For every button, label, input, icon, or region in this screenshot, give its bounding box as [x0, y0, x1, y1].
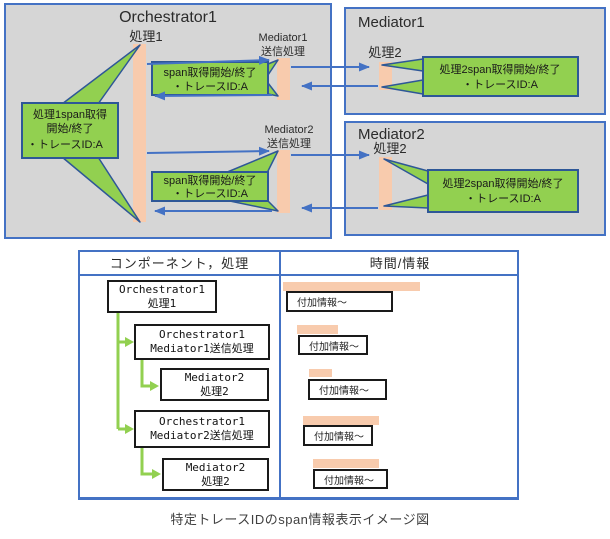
callout-text: ・トレースID:A — [172, 188, 249, 200]
node-line: 処理2 — [200, 384, 229, 398]
callout-text: 処理1span取得 — [33, 108, 107, 121]
info-box-4: 付加情報～ — [303, 425, 373, 446]
info-box-1: 付加情報～ — [286, 291, 393, 312]
span-bar-1 — [283, 282, 420, 291]
callout-span-mediator1 — [151, 61, 269, 96]
orchestrator1-title: Orchestrator1 — [119, 9, 217, 26]
tree-node-mediator2-process2-b: Mediator2 処理2 — [162, 458, 269, 491]
callout-text: 開始/終了 — [46, 121, 93, 135]
info-box-3: 付加情報～ — [308, 379, 387, 400]
callout-text: ・トレースID:A — [462, 79, 539, 91]
tree-connectors — [116, 313, 161, 479]
node-line: 処理1 — [147, 296, 177, 310]
process1-activation-bar — [133, 44, 146, 222]
node-line: 処理2 — [201, 474, 230, 488]
arrow-proc1-to-mediator1send — [146, 55, 270, 65]
node-line: Orchestrator1 — [158, 415, 246, 428]
tree-node-orchestrator1-process1: Orchestrator1 処理1 — [107, 280, 217, 313]
node-line: Orchestrator1 — [118, 282, 206, 296]
tree-node-mediator2-process2-a: Mediator2 処理2 — [160, 368, 269, 401]
info-text: 付加情報～ — [309, 341, 359, 353]
mediator1-send-activation-bar — [277, 58, 290, 100]
span-bar-4 — [303, 416, 379, 425]
arrow-proc1-to-mediator2send — [146, 146, 270, 156]
column-header-time-info: 時間/情報 — [369, 256, 431, 271]
node-line: Mediator2送信処理 — [150, 429, 254, 442]
span-table: コンポーネント，処理 時間/情報 Orchestrator1 処理1 Orche… — [78, 250, 519, 500]
callout-text: 処理2span取得開始/終了 — [439, 62, 560, 76]
span-bar-5 — [313, 459, 379, 468]
header-divider — [80, 274, 517, 276]
callout-text: 処理2span取得開始/終了 — [442, 176, 563, 190]
callout-span-mediator2 — [151, 171, 269, 202]
info-box-2: 付加情報～ — [298, 335, 368, 355]
mediator2-process2-label: 処理2 — [373, 141, 406, 156]
span-bar-2 — [297, 325, 338, 334]
callout-text: span取得開始/終了 — [164, 65, 257, 79]
span-bar-3 — [309, 369, 332, 377]
mediator1-process2-activation-bar — [379, 62, 392, 90]
mediator1-process2-label: 処理2 — [368, 45, 401, 60]
mediator1-send-label-2: 送信処理 — [261, 44, 305, 58]
info-box-5: 付加情報～ — [313, 469, 388, 489]
callout-text: ・トレースID:A — [172, 81, 249, 93]
tree-node-orchestrator1-mediator1send: Orchestrator1 Mediator1送信処理 — [134, 324, 270, 360]
mediator2-send-activation-bar — [277, 150, 290, 213]
mediator2-send-label-2: 送信処理 — [267, 136, 311, 150]
column-divider — [279, 252, 281, 497]
arrow-mediator1send-return — [154, 91, 273, 101]
callout-text: ・トレースID:A — [465, 193, 542, 205]
node-line: Mediator2 — [185, 460, 246, 474]
info-text: 付加情報～ — [314, 432, 364, 443]
mediator2-send-label-1: Mediator2 — [265, 124, 314, 136]
node-line: Orchestrator1 — [158, 328, 246, 341]
mediator1-title: Mediator1 — [358, 14, 425, 31]
info-text: 付加情報～ — [324, 475, 374, 487]
mediator1-send-label-1: Mediator1 — [259, 32, 308, 44]
tree-node-orchestrator1-mediator2send: Orchestrator1 Mediator2送信処理 — [134, 410, 270, 448]
node-line: Mediator2 — [184, 370, 245, 384]
figure-caption: 特定トレースIDのspan情報表示イメージ図 — [170, 512, 430, 527]
node-line: Mediator1送信処理 — [150, 342, 254, 355]
info-text: 付加情報～ — [319, 386, 369, 397]
callout-mediator2-process2-span — [427, 169, 579, 213]
callout-process1-span — [21, 102, 119, 159]
process1-label: 処理1 — [129, 29, 162, 44]
column-header-component: コンポーネント，処理 — [109, 256, 250, 271]
mediator2-process2-activation-bar — [379, 157, 392, 210]
callout-text: span取得開始/終了 — [164, 173, 257, 187]
sequence-diagram: Orchestrator1 処理1 Mediator1 送信処理 Mediato… — [4, 3, 606, 239]
callout-text: ・トレースID:A — [27, 139, 104, 151]
callout-mediator1-process2-span — [422, 56, 579, 97]
mediator2-title: Mediator2 — [358, 126, 425, 143]
info-text: 付加情報～ — [297, 298, 347, 309]
